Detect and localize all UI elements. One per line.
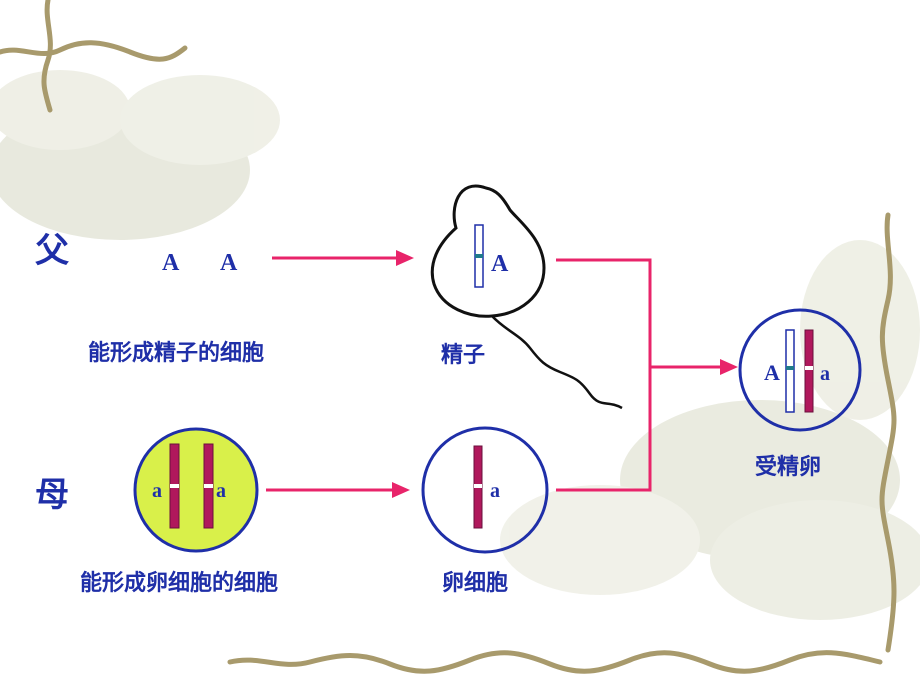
father-label: 父 (35, 231, 69, 271)
arrow-to-sperm (272, 250, 414, 266)
egg-caption: 卵细胞 (442, 570, 508, 596)
fertilization-connector (556, 258, 722, 492)
mother-cell-caption: 能形成卵细胞的细胞 (80, 570, 278, 596)
mother-gene-1: a (152, 480, 162, 502)
egg-cell: a (421, 426, 549, 554)
zygote-caption: 受精卵 (755, 454, 821, 480)
mother-gene-2: a (216, 480, 226, 502)
mother-label: 母 (35, 475, 69, 515)
father-gene-1: A (162, 250, 180, 276)
sperm-cell: A (430, 184, 623, 410)
father-cell-caption: 能形成精子的细胞 (88, 340, 264, 366)
father-gene-2: A (220, 250, 238, 276)
sperm-caption: 精子 (441, 342, 485, 368)
vine-border (0, 0, 897, 674)
zygote-cell: A a (738, 308, 862, 432)
arrow-to-egg (266, 482, 410, 498)
zygote-chromosome-maternal (804, 329, 814, 413)
egg-gene: a (490, 480, 500, 502)
zygote-gene-1: A (764, 360, 780, 385)
zygote-chromosome-paternal (785, 329, 795, 413)
sperm-gene: A (491, 251, 509, 277)
arrow-to-zygote (720, 359, 738, 375)
background-decoration (0, 70, 920, 620)
mother-cell: a a (133, 427, 259, 553)
zygote-gene-2: a (820, 363, 830, 385)
